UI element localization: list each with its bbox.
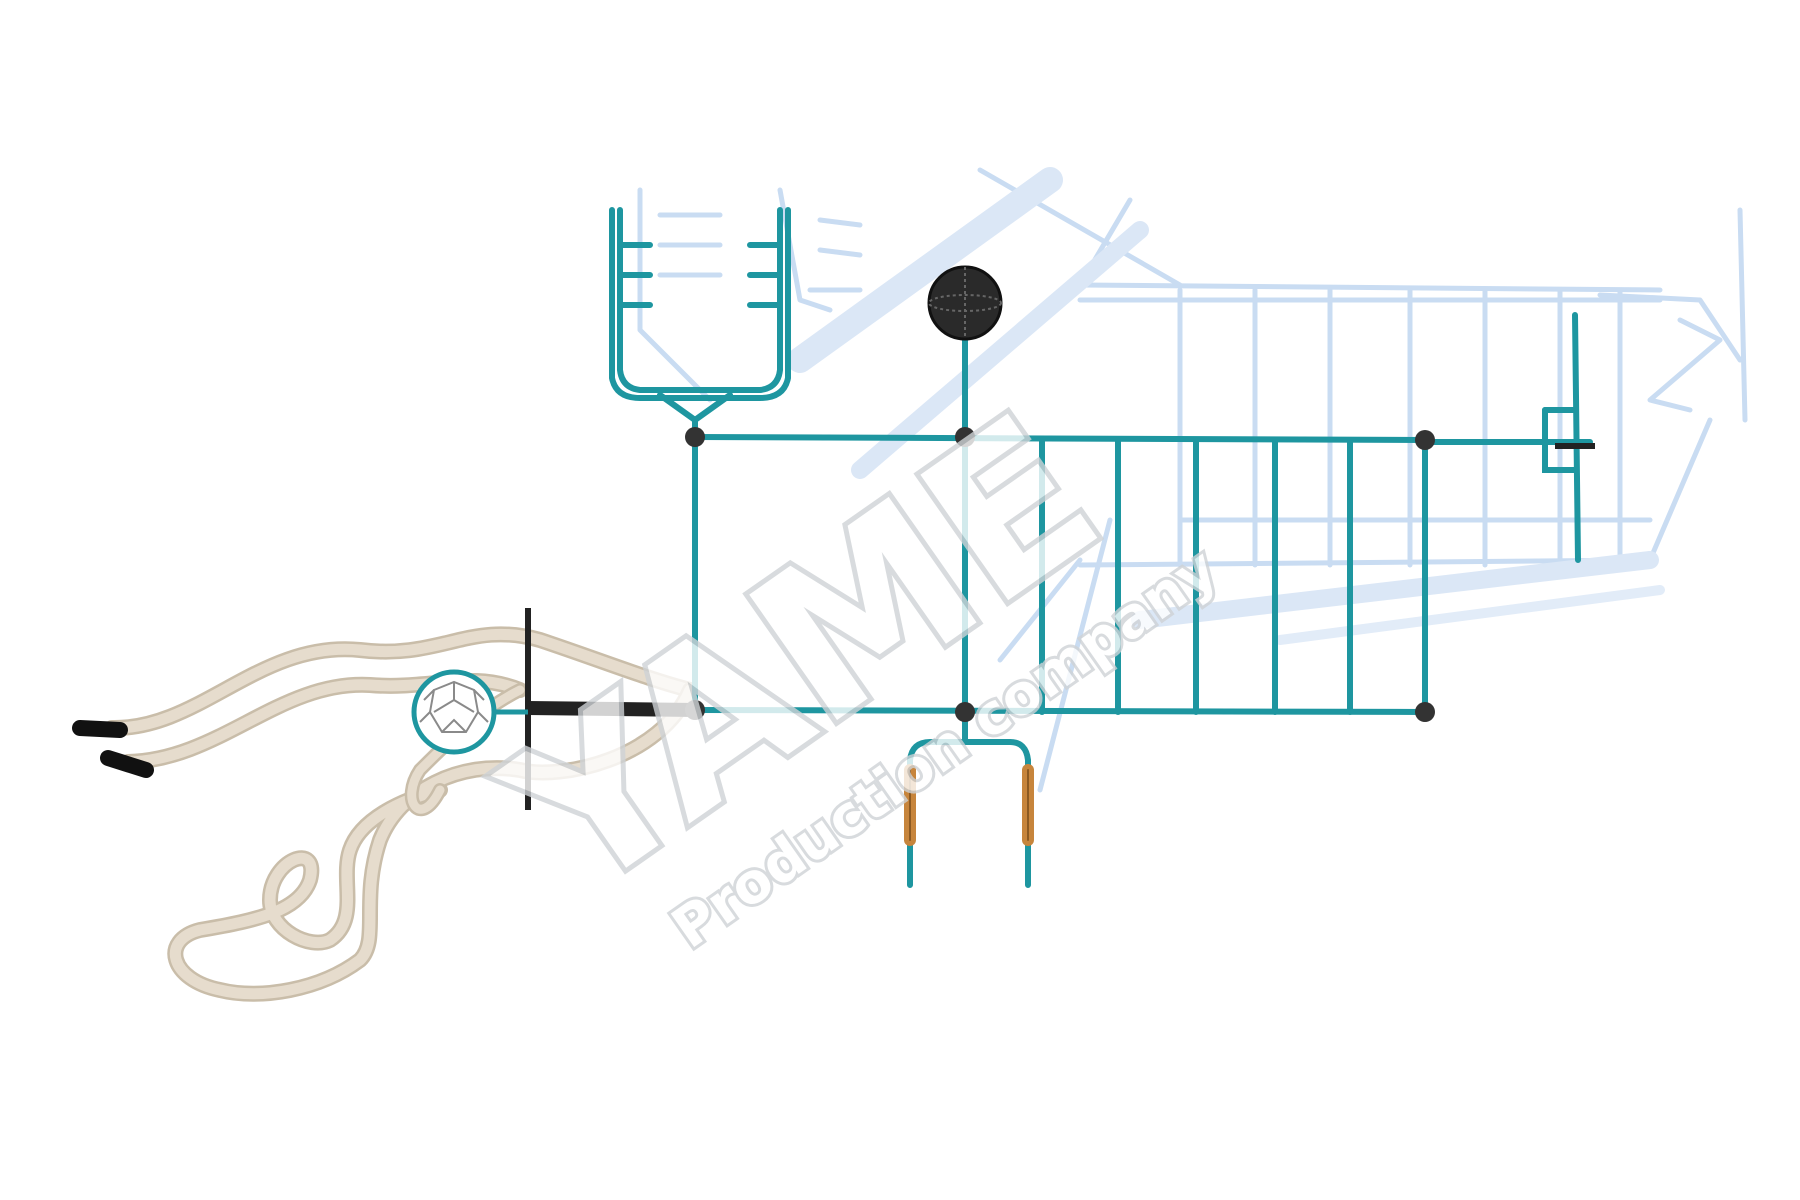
- joint: [1415, 430, 1435, 450]
- punching-ball-icon: [927, 265, 1003, 341]
- watermark: YAME Production company: [461, 364, 1232, 964]
- joint: [955, 427, 975, 447]
- joint: [955, 702, 975, 722]
- gymnastic-bars-icon: [904, 709, 1034, 888]
- rope: [72, 626, 698, 1002]
- ladder-icon: [609, 207, 791, 440]
- joint: [1415, 702, 1435, 722]
- main-frame: [692, 312, 1593, 715]
- joint: [685, 427, 705, 447]
- joint: [685, 700, 705, 720]
- basketball-hoop-icon: [411, 608, 696, 810]
- ghost-structure: [637, 167, 1748, 793]
- frame-joints: [685, 427, 1435, 722]
